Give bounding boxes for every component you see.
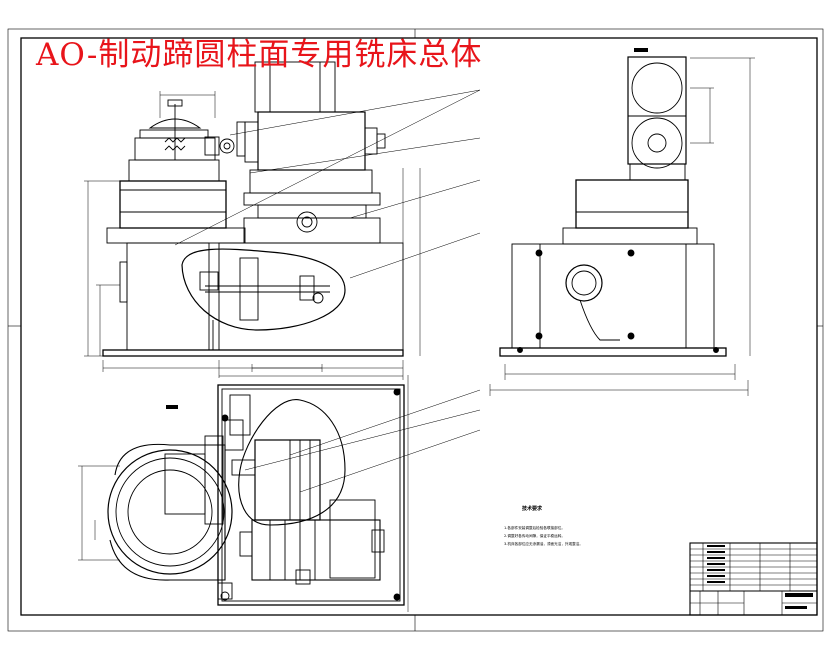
technical-requirements-list: 1.各部件安装调整后检验各联接部位。 2.调整好各传动间隙，保证平稳运转。 3.… (496, 524, 676, 548)
side-view (499, 56, 727, 357)
requirement-item: 1.各部件安装调整后检验各联接部位。 (504, 526, 565, 530)
requirement-item: 2.调整好各传动间隙，保证平稳运转。 (504, 534, 565, 538)
technical-requirements: 技术要求 1.各部件安装调整后检验各联接部位。 2.调整好各传动间隙，保证平稳运… (496, 505, 676, 548)
top-view (107, 384, 405, 606)
title-block (689, 542, 818, 616)
side-view-dimensions (489, 48, 755, 396)
top-view-dimensions (78, 364, 481, 612)
requirement-item: 3.机床各部位应无渗漏油，漆面光洁，外观整洁。 (504, 542, 583, 546)
front-view-dimensions (84, 89, 481, 380)
technical-requirements-title: 技术要求 (522, 506, 543, 512)
drawing-title: AO-制动蹄圆柱面专用铣床总体 (36, 37, 483, 73)
front-view (102, 61, 404, 357)
inner-frame (20, 37, 818, 616)
outer-frame (7, 28, 824, 632)
